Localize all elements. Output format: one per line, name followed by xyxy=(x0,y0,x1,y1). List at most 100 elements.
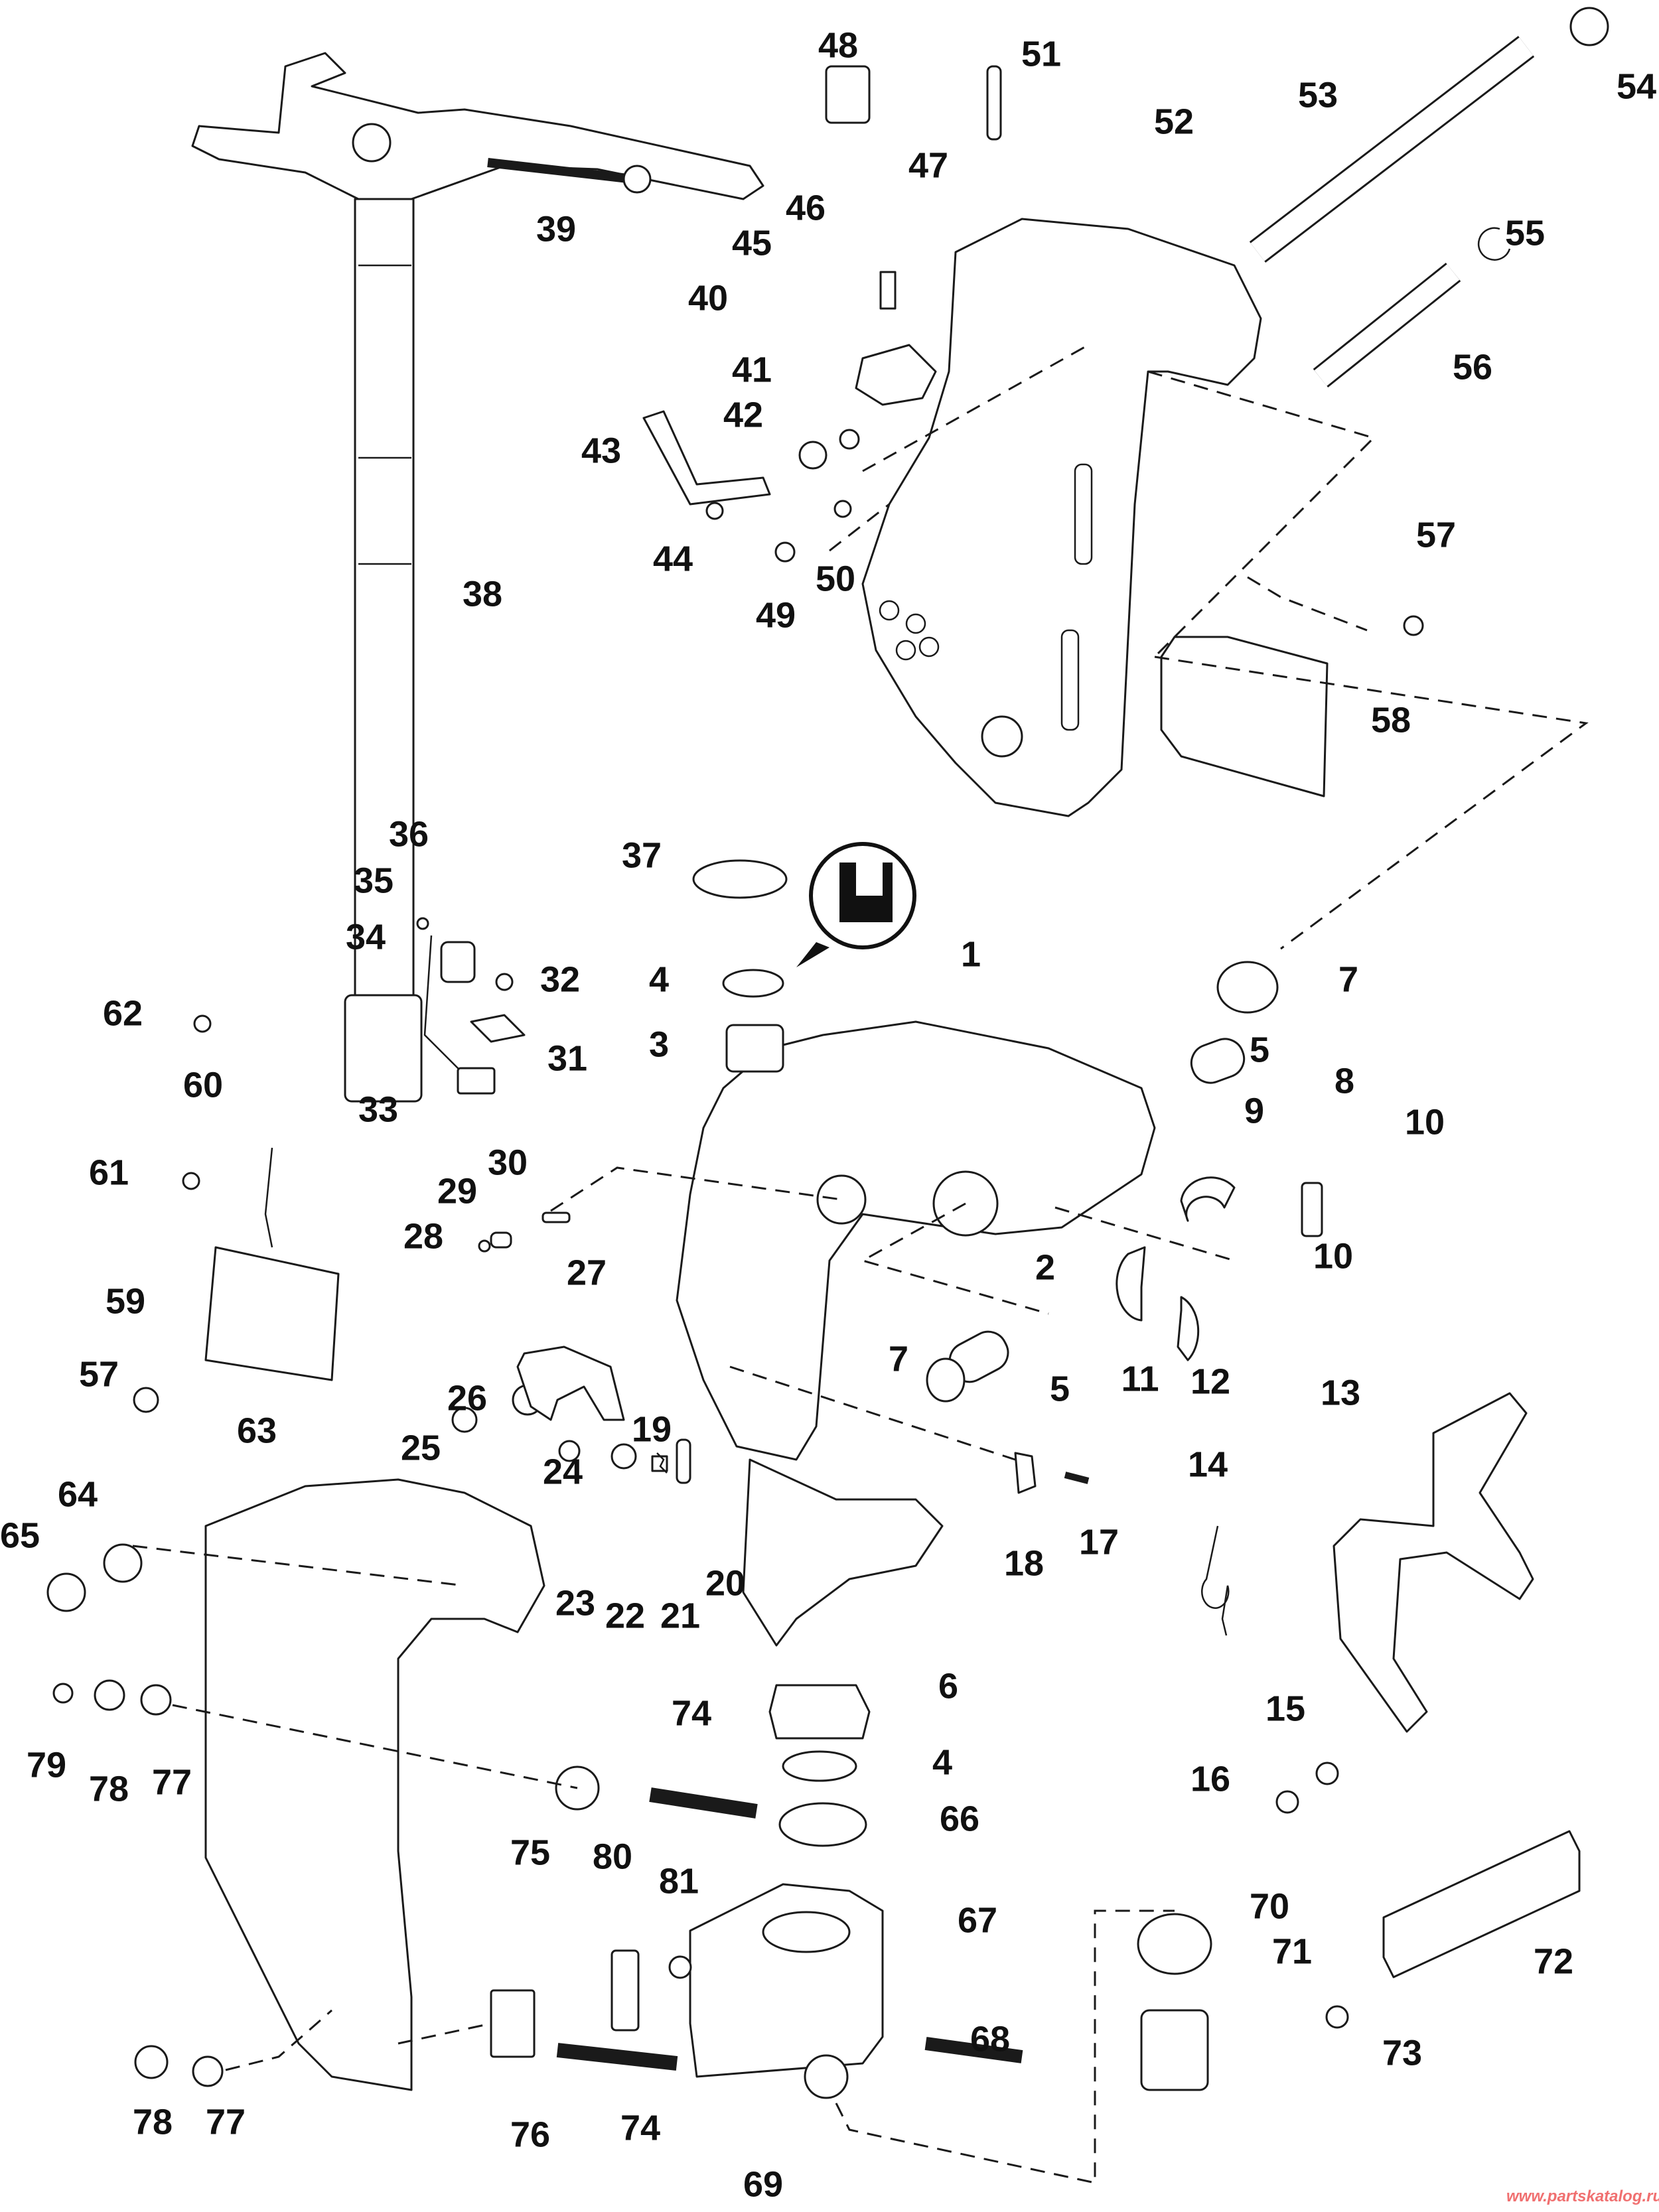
part-link-20 xyxy=(676,1438,691,1484)
callout-74: 74 xyxy=(620,2108,660,2148)
callout-31: 31 xyxy=(547,1038,587,1078)
part-splined-bore-67 xyxy=(762,1911,851,1953)
callout-40: 40 xyxy=(688,278,728,318)
part-bracket-8 xyxy=(1301,1182,1323,1237)
callout-23: 23 xyxy=(555,1583,595,1623)
callout-9: 9 xyxy=(1244,1091,1264,1131)
part-bushing-6 xyxy=(768,1684,871,1740)
part-bolt-74-lower xyxy=(556,2043,678,2071)
callout-10: 10 xyxy=(1405,1102,1445,1142)
callout-71: 71 xyxy=(1272,1931,1312,1971)
callout-36: 36 xyxy=(389,814,429,854)
callout-45: 45 xyxy=(732,223,772,263)
callout-5: 5 xyxy=(1250,1030,1269,1070)
callout-6: 6 xyxy=(938,1666,958,1706)
callout-57: 57 xyxy=(1416,515,1456,555)
part-bracket-80 xyxy=(611,1949,640,2032)
part-nut-35 xyxy=(416,917,429,930)
part-clamp-11 xyxy=(1116,1246,1146,1322)
callout-77: 77 xyxy=(206,2102,246,2142)
part-connector-33 xyxy=(457,1067,496,1095)
part-spring-30 xyxy=(541,1211,571,1223)
callout-3: 3 xyxy=(649,1024,669,1064)
part-lock-27 xyxy=(516,1346,625,1421)
callout-5: 5 xyxy=(1050,1369,1070,1409)
callout-21: 21 xyxy=(660,1596,700,1635)
part-stern-bracket-63 xyxy=(204,1478,545,2091)
callout-52: 52 xyxy=(1154,102,1194,141)
part-housing-67 xyxy=(689,1883,884,2078)
part-pin-53 xyxy=(1249,36,1535,263)
part-screw-73 xyxy=(1325,2005,1349,2029)
part-seal-4-upper xyxy=(722,969,784,998)
part-nut-64 xyxy=(103,1543,143,1583)
callout-32: 32 xyxy=(540,959,580,999)
part-fitting-48 xyxy=(825,65,871,124)
part-pin-29 xyxy=(490,1231,512,1249)
callout-62: 62 xyxy=(103,993,143,1033)
callout-69: 69 xyxy=(743,2164,783,2204)
part-washer-7-lower xyxy=(926,1357,966,1403)
callout-16: 16 xyxy=(1190,1759,1230,1799)
part-bolt-74-upper xyxy=(649,1787,758,1819)
part-tab-18 xyxy=(1014,1452,1037,1494)
callout-37: 37 xyxy=(622,835,662,875)
part-bushing-3 xyxy=(725,1024,784,1073)
part-bolt-39 xyxy=(487,158,652,194)
part-nut-41 xyxy=(839,429,860,450)
part-nut-69 xyxy=(804,2054,849,2099)
part-spring-14 xyxy=(1201,1525,1230,1636)
callout-7: 7 xyxy=(889,1339,908,1379)
part-washer-7-upper xyxy=(1216,961,1279,1014)
part-gear-66 xyxy=(778,1802,867,1847)
part-lever-43 xyxy=(642,410,771,506)
callout-25: 25 xyxy=(401,1428,441,1468)
watermark: www.partskatalog.ru xyxy=(1506,2187,1659,2205)
callout-63: 63 xyxy=(237,1411,277,1450)
callout-14: 14 xyxy=(1188,1444,1228,1484)
part-bolt-57-upper xyxy=(1403,615,1424,636)
callout-17: 17 xyxy=(1079,1522,1119,1562)
callout-11: 11 xyxy=(1121,1359,1159,1399)
callout-75: 75 xyxy=(510,1832,550,1872)
part-mount-70 xyxy=(1137,1913,1212,1975)
part-washer-44 xyxy=(705,502,724,520)
part-screw-62 xyxy=(193,1014,212,1033)
part-ball-28 xyxy=(478,1239,491,1253)
callout-59: 59 xyxy=(106,1281,145,1321)
callout-61: 61 xyxy=(89,1152,129,1192)
part-clip-21 xyxy=(656,1452,668,1474)
part-washer-77-upper xyxy=(140,1684,172,1716)
callout-48: 48 xyxy=(818,25,858,65)
part-harness-33 xyxy=(423,935,465,1075)
part-seal-37 xyxy=(692,859,788,899)
part-retaining-ring-55 xyxy=(1477,227,1511,261)
callout-72: 72 xyxy=(1534,1941,1573,1981)
callout-49: 49 xyxy=(756,595,796,635)
callout-74: 74 xyxy=(672,1693,711,1733)
part-screw-49 xyxy=(774,541,796,563)
callout-28: 28 xyxy=(403,1216,443,1256)
part-plate-76 xyxy=(490,1989,536,2058)
callout-46: 46 xyxy=(786,188,826,228)
part-pin-56 xyxy=(1313,262,1461,388)
callout-73: 73 xyxy=(1382,2033,1422,2073)
part-tilt-lever-13 xyxy=(1333,1392,1534,1733)
part-steering-arm-kingpin xyxy=(191,52,764,1103)
callout-29: 29 xyxy=(437,1171,477,1211)
part-cover-59 xyxy=(204,1246,340,1381)
callout-10: 10 xyxy=(1313,1236,1353,1276)
callout-39: 39 xyxy=(536,209,576,249)
part-bolt-23 xyxy=(558,1440,581,1462)
callout-58: 58 xyxy=(1371,700,1411,740)
part-cap-65 xyxy=(46,1572,86,1612)
callout-57: 57 xyxy=(79,1354,119,1394)
part-clamp-12 xyxy=(1177,1296,1200,1361)
callout-42: 42 xyxy=(723,395,763,435)
callout-66: 66 xyxy=(940,1799,979,1838)
part-washer-24 xyxy=(611,1443,637,1470)
callout-8: 8 xyxy=(1334,1061,1354,1101)
callout-44: 44 xyxy=(653,539,693,579)
